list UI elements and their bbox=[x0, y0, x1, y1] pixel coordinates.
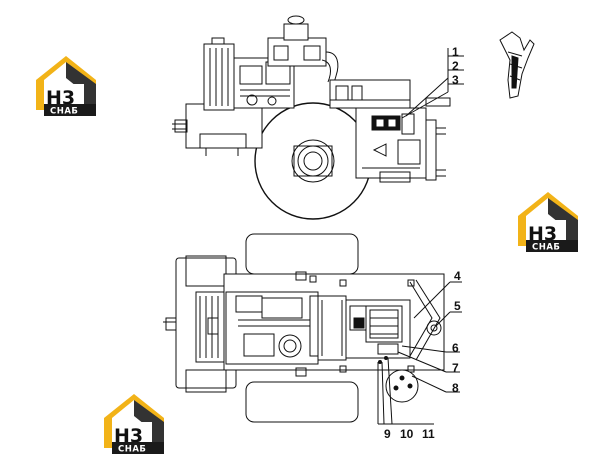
round-cover bbox=[385, 369, 419, 403]
callout-7: 7 bbox=[452, 361, 459, 375]
operator-platform bbox=[329, 79, 411, 109]
callout-6: 6 bbox=[452, 341, 459, 355]
callout-8: 8 bbox=[452, 381, 459, 395]
side-view-machine bbox=[172, 15, 464, 220]
drum-bottom bbox=[245, 381, 359, 423]
radiator bbox=[203, 43, 235, 111]
callout-3: 3 bbox=[452, 73, 459, 87]
watermark-logo-bottom-left: H3 СНАБ bbox=[104, 394, 164, 455]
rear-frame bbox=[185, 103, 263, 149]
callout-2: 2 bbox=[452, 59, 459, 73]
callout-9: 9 bbox=[384, 427, 391, 441]
watermark-logo-right: H3 СНАБ bbox=[518, 192, 578, 253]
callout-1: 1 bbox=[452, 45, 459, 59]
drum-top bbox=[245, 233, 359, 275]
logo-subtitle-text: СНАБ bbox=[532, 243, 560, 253]
callout-11: 11 bbox=[422, 427, 435, 441]
logo-mark-text: H3 bbox=[114, 425, 143, 447]
logo-subtitle-text: СНАБ bbox=[50, 107, 78, 117]
callout-4: 4 bbox=[454, 269, 461, 283]
top-view-machine bbox=[163, 233, 462, 425]
drum-outer bbox=[254, 102, 372, 220]
logo-mark-text: H3 bbox=[46, 87, 75, 109]
logo-subtitle-text: СНАБ bbox=[118, 445, 146, 455]
callout-5: 5 bbox=[454, 299, 461, 313]
detail-component bbox=[499, 31, 535, 99]
air-filter bbox=[267, 37, 327, 67]
callout-10: 10 bbox=[400, 427, 414, 441]
watermark-logo-top-left: H3 СНАБ bbox=[36, 56, 96, 117]
logo-mark-text: H3 bbox=[528, 223, 557, 245]
